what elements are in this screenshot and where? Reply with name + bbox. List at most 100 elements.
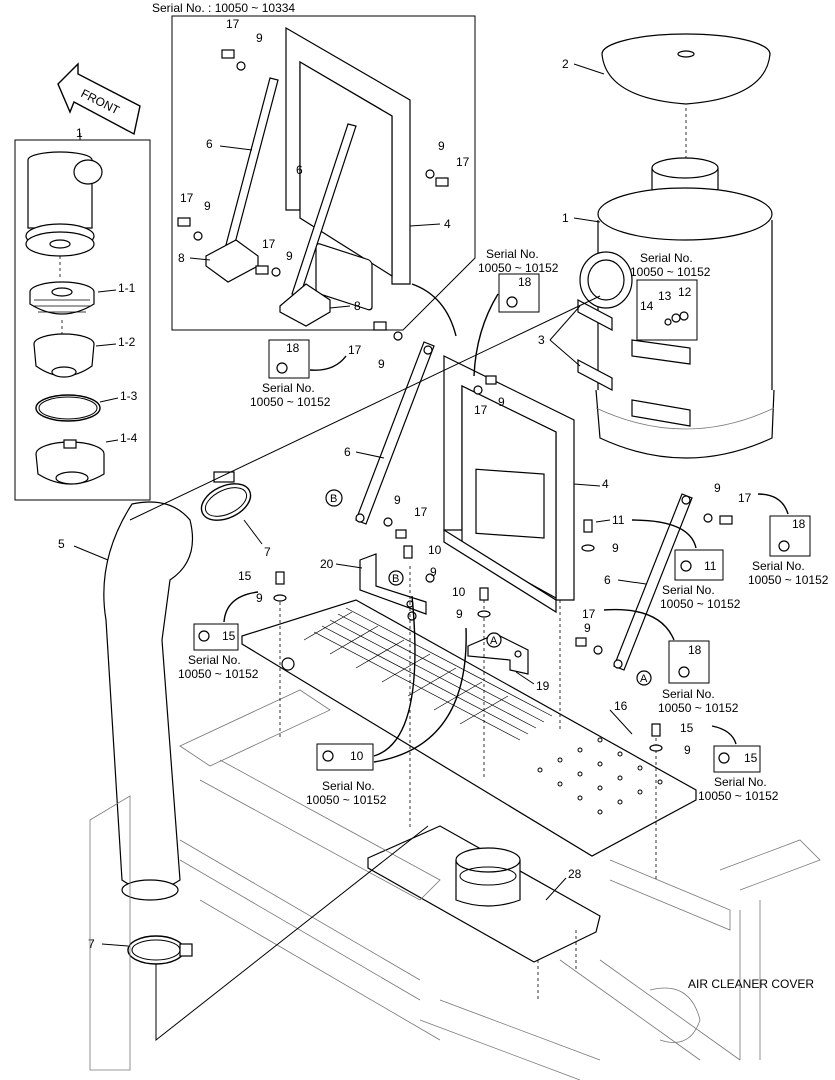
svg-text:10050 ~ 10152: 10050 ~ 10152: [660, 597, 741, 611]
serial-note-upper-right: Serial No. 10050 ~ 10152: [630, 251, 711, 279]
callout-9-m: 9: [684, 743, 691, 757]
callout-box-18-center: Serial No. 10050 ~ 10152 18: [473, 247, 559, 377]
svg-text:Serial No.: Serial No.: [188, 653, 241, 667]
callout-15-box-b: 15: [744, 751, 758, 765]
callout-1-3: 1-3: [120, 389, 138, 403]
callout-9-b: 9: [438, 139, 445, 153]
callout-10-a: 10: [428, 543, 442, 557]
callout-7-b: 7: [88, 937, 95, 951]
callout-9-a: 9: [256, 31, 263, 45]
callout-11-box: 11: [704, 559, 717, 573]
section-label: AIR CLEANER COVER: [688, 977, 814, 991]
svg-text:B: B: [330, 493, 337, 505]
svg-text:Serial No.: Serial No.: [662, 687, 715, 701]
callout-19: 19: [536, 679, 550, 693]
callout-1-1: 1-1: [118, 281, 136, 295]
bolt-icon: [273, 321, 733, 752]
callout-box-15-left: 15 Serial No. 10050 ~ 10152: [178, 591, 259, 681]
strut-right: 6: [604, 493, 693, 671]
hose-clamp-upper: 7: [200, 471, 271, 559]
callout-15-a: 15: [238, 569, 252, 583]
svg-text:10050 ~ 10152: 10050 ~ 10152: [178, 667, 259, 681]
callout-11-a: 11: [612, 513, 625, 527]
svg-text:Serial No.: Serial No.: [752, 559, 805, 573]
machine-frame: [89, 689, 821, 1080]
callout-6-c: 6: [344, 445, 351, 459]
callout-15-box-a: 15: [222, 629, 236, 643]
callout-17-b: 17: [456, 155, 470, 169]
callout-1-inset: 1: [76, 126, 83, 140]
callout-9-f: 9: [498, 395, 505, 409]
hose-clamp-lower: 7: [88, 935, 193, 1010]
filter-inset: 1 1-1 1-2 1-3 1-4: [14, 126, 151, 501]
callout-18-a: 18: [286, 341, 300, 355]
callout-15-b: 15: [680, 721, 694, 735]
callout-4-mid: 4: [602, 477, 609, 491]
callout-1-4: 1-4: [120, 431, 138, 445]
callout-box-11: 11 Serial No. 10050 ~ 10152: [631, 519, 741, 611]
svg-text:A: A: [640, 673, 648, 685]
callout-2: 2: [562, 57, 569, 71]
pipe-leader-line: [129, 295, 601, 521]
marker-a-strut: A: [636, 670, 652, 686]
intake-pipe: 5: [58, 501, 194, 901]
callout-9-k: 9: [612, 541, 619, 555]
detail-link-arrow: [411, 283, 457, 337]
svg-text:10050 ~ 10152: 10050 ~ 10152: [630, 265, 711, 279]
svg-text:10050 ~ 10152: 10050 ~ 10152: [748, 573, 829, 587]
svg-text:10050 ~ 10152: 10050 ~ 10152: [478, 261, 559, 275]
marker-b-bracket: B: [388, 570, 404, 586]
bracket-19: 19: [467, 633, 550, 693]
svg-text:10050 ~ 10152: 10050 ~ 10152: [306, 793, 387, 807]
callout-17-f: 17: [474, 403, 488, 417]
callout-box-15-right: 15 Serial No. 10050 ~ 10152: [698, 725, 779, 803]
callout-9-d: 9: [286, 249, 293, 263]
callout-17-e: 17: [348, 343, 362, 357]
callout-1-2: 1-2: [118, 335, 136, 349]
serial-detail-box: Serial No. : 10050 ~ 10334 17 9 6 6 9 17: [152, 1, 476, 331]
svg-text:B: B: [392, 573, 399, 585]
callout-9-j: 9: [456, 607, 463, 621]
callout-17-a: 17: [226, 17, 240, 31]
marker-b-left: B: [325, 489, 343, 507]
callout-9-n: 9: [714, 481, 721, 495]
callout-17-d: 17: [262, 237, 276, 251]
svg-text:Serial No.: Serial No.: [714, 775, 767, 789]
assembly-hidden-lines: [279, 566, 657, 1000]
duct-plate: 28: [367, 825, 601, 963]
serial-header: Serial No. : 10050 ~ 10334: [152, 1, 295, 15]
callout-17-c: 17: [180, 191, 194, 205]
callout-17-i: 17: [738, 491, 752, 505]
callout-9-c: 9: [204, 199, 211, 213]
callout-box-18-lower: 18 Serial No. 10050 ~ 10152: [603, 608, 739, 715]
svg-text:Serial No.: Serial No.: [262, 381, 315, 395]
svg-text:10050 ~ 10152: 10050 ~ 10152: [250, 395, 331, 409]
cover-plate: 16: [241, 599, 697, 857]
callout-8-b: 8: [354, 299, 361, 313]
svg-text:Serial No.: Serial No.: [486, 247, 539, 261]
callout-9-i: 9: [256, 591, 263, 605]
callout-18-d: 18: [688, 643, 702, 657]
svg-text:Serial No.: Serial No.: [662, 583, 715, 597]
front-label: FRONT: [79, 86, 123, 118]
strut-left: 6: [344, 341, 435, 525]
duct-leader-line: [155, 825, 429, 1042]
fastener-detail-box: 14 13 12: [636, 279, 698, 341]
callout-10-b: 10: [452, 585, 466, 599]
callout-18-b: 18: [518, 275, 532, 289]
perforation-grid: [537, 737, 663, 815]
callout-10-box: 10: [350, 749, 364, 763]
callout-9-g: 9: [394, 493, 401, 507]
callout-5: 5: [58, 537, 65, 551]
callout-4-top: 4: [444, 217, 451, 231]
callout-9-h: 9: [430, 565, 437, 579]
callout-box-10: 10 Serial No. 10050 ~ 10152: [306, 595, 467, 807]
callout-13: 13: [658, 289, 672, 303]
svg-text:10050 ~ 10152: 10050 ~ 10152: [658, 701, 739, 715]
bracket-4: 4: [443, 355, 609, 614]
callout-9-l: 9: [584, 621, 591, 635]
callout-14: 14: [640, 299, 654, 313]
svg-text:10050 ~ 10152: 10050 ~ 10152: [698, 789, 779, 803]
callout-box-18-right: 18 Serial No. 10050 ~ 10152: [748, 493, 829, 587]
callout-3: 3: [538, 333, 545, 347]
